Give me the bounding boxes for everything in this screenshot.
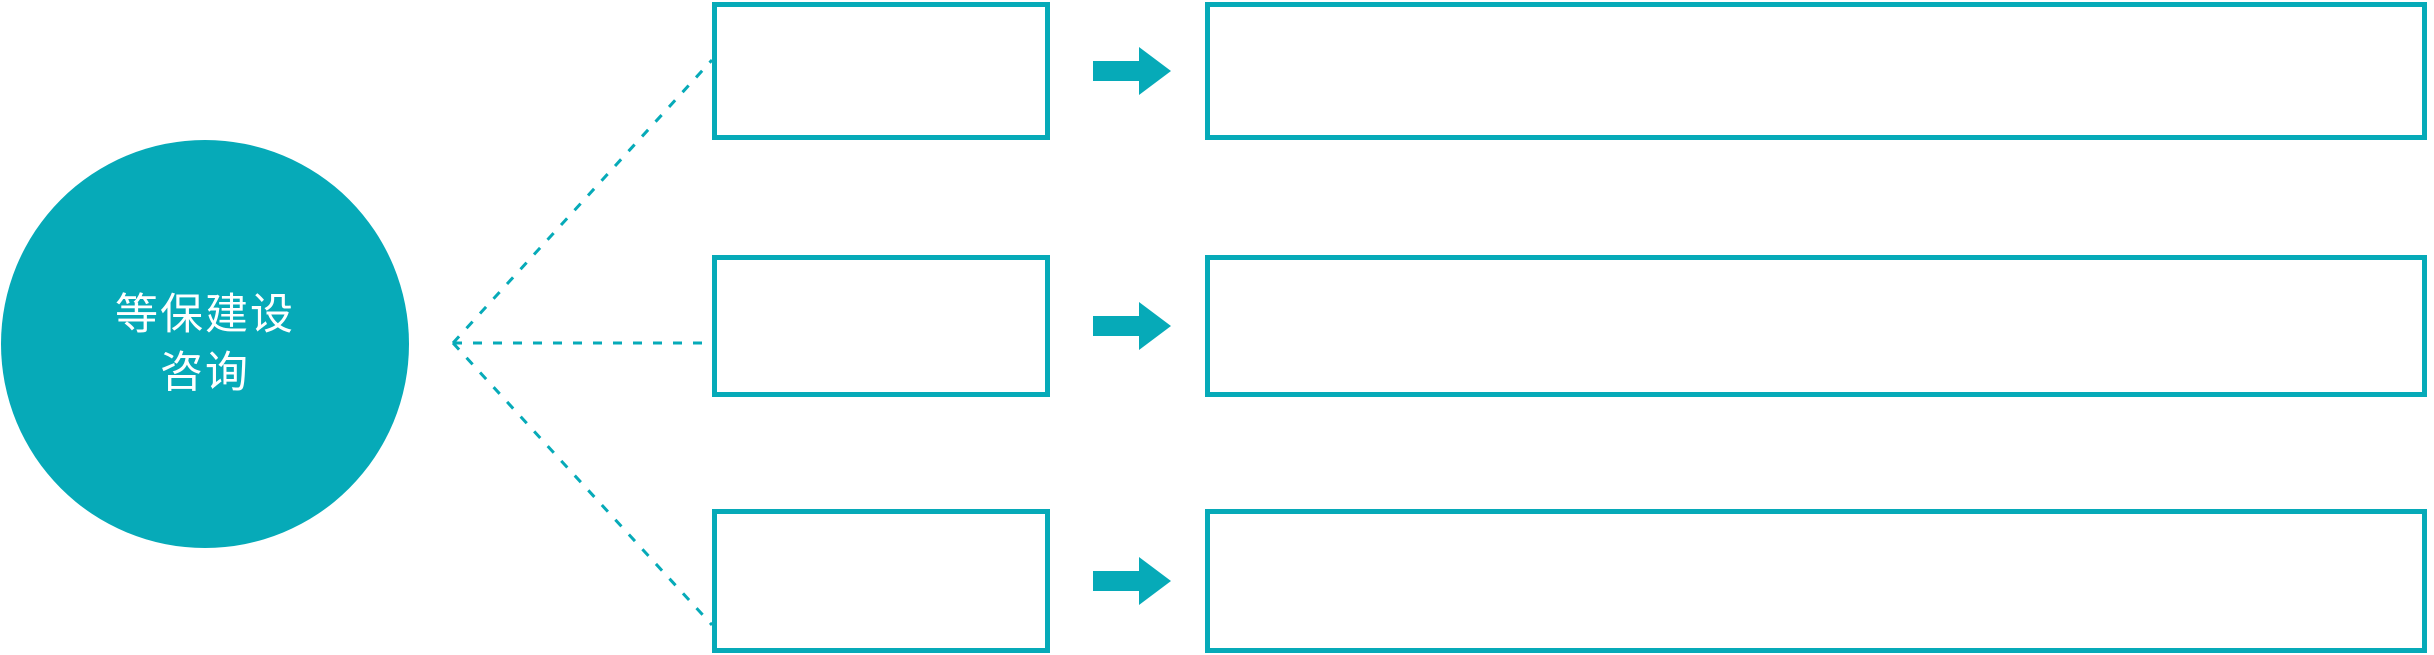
stage-box-label (717, 7, 1045, 27)
detail-box-label (1210, 260, 2422, 280)
arrow-right-icon (1093, 555, 1171, 607)
hub-circle-label: 等保建设 咨询 (115, 290, 295, 397)
stage-box[interactable] (712, 2, 1050, 140)
hub-circle[interactable]: 等保建设 咨询 (1, 140, 409, 548)
stage-box-label (717, 514, 1045, 534)
diagram-row (0, 2, 2434, 140)
detail-box[interactable] (1205, 509, 2427, 653)
detail-box[interactable] (1205, 2, 2427, 140)
stage-box[interactable] (712, 255, 1050, 397)
stage-box-label (717, 260, 1045, 280)
diagram-row (0, 509, 2434, 653)
detail-box[interactable] (1205, 255, 2427, 397)
stage-box[interactable] (712, 509, 1050, 653)
arrow-right-icon (1093, 45, 1171, 97)
detail-box-label (1210, 7, 2422, 27)
arrow-right-icon (1093, 300, 1171, 352)
diagram-row (0, 255, 2434, 397)
detail-box-label (1210, 514, 2422, 534)
